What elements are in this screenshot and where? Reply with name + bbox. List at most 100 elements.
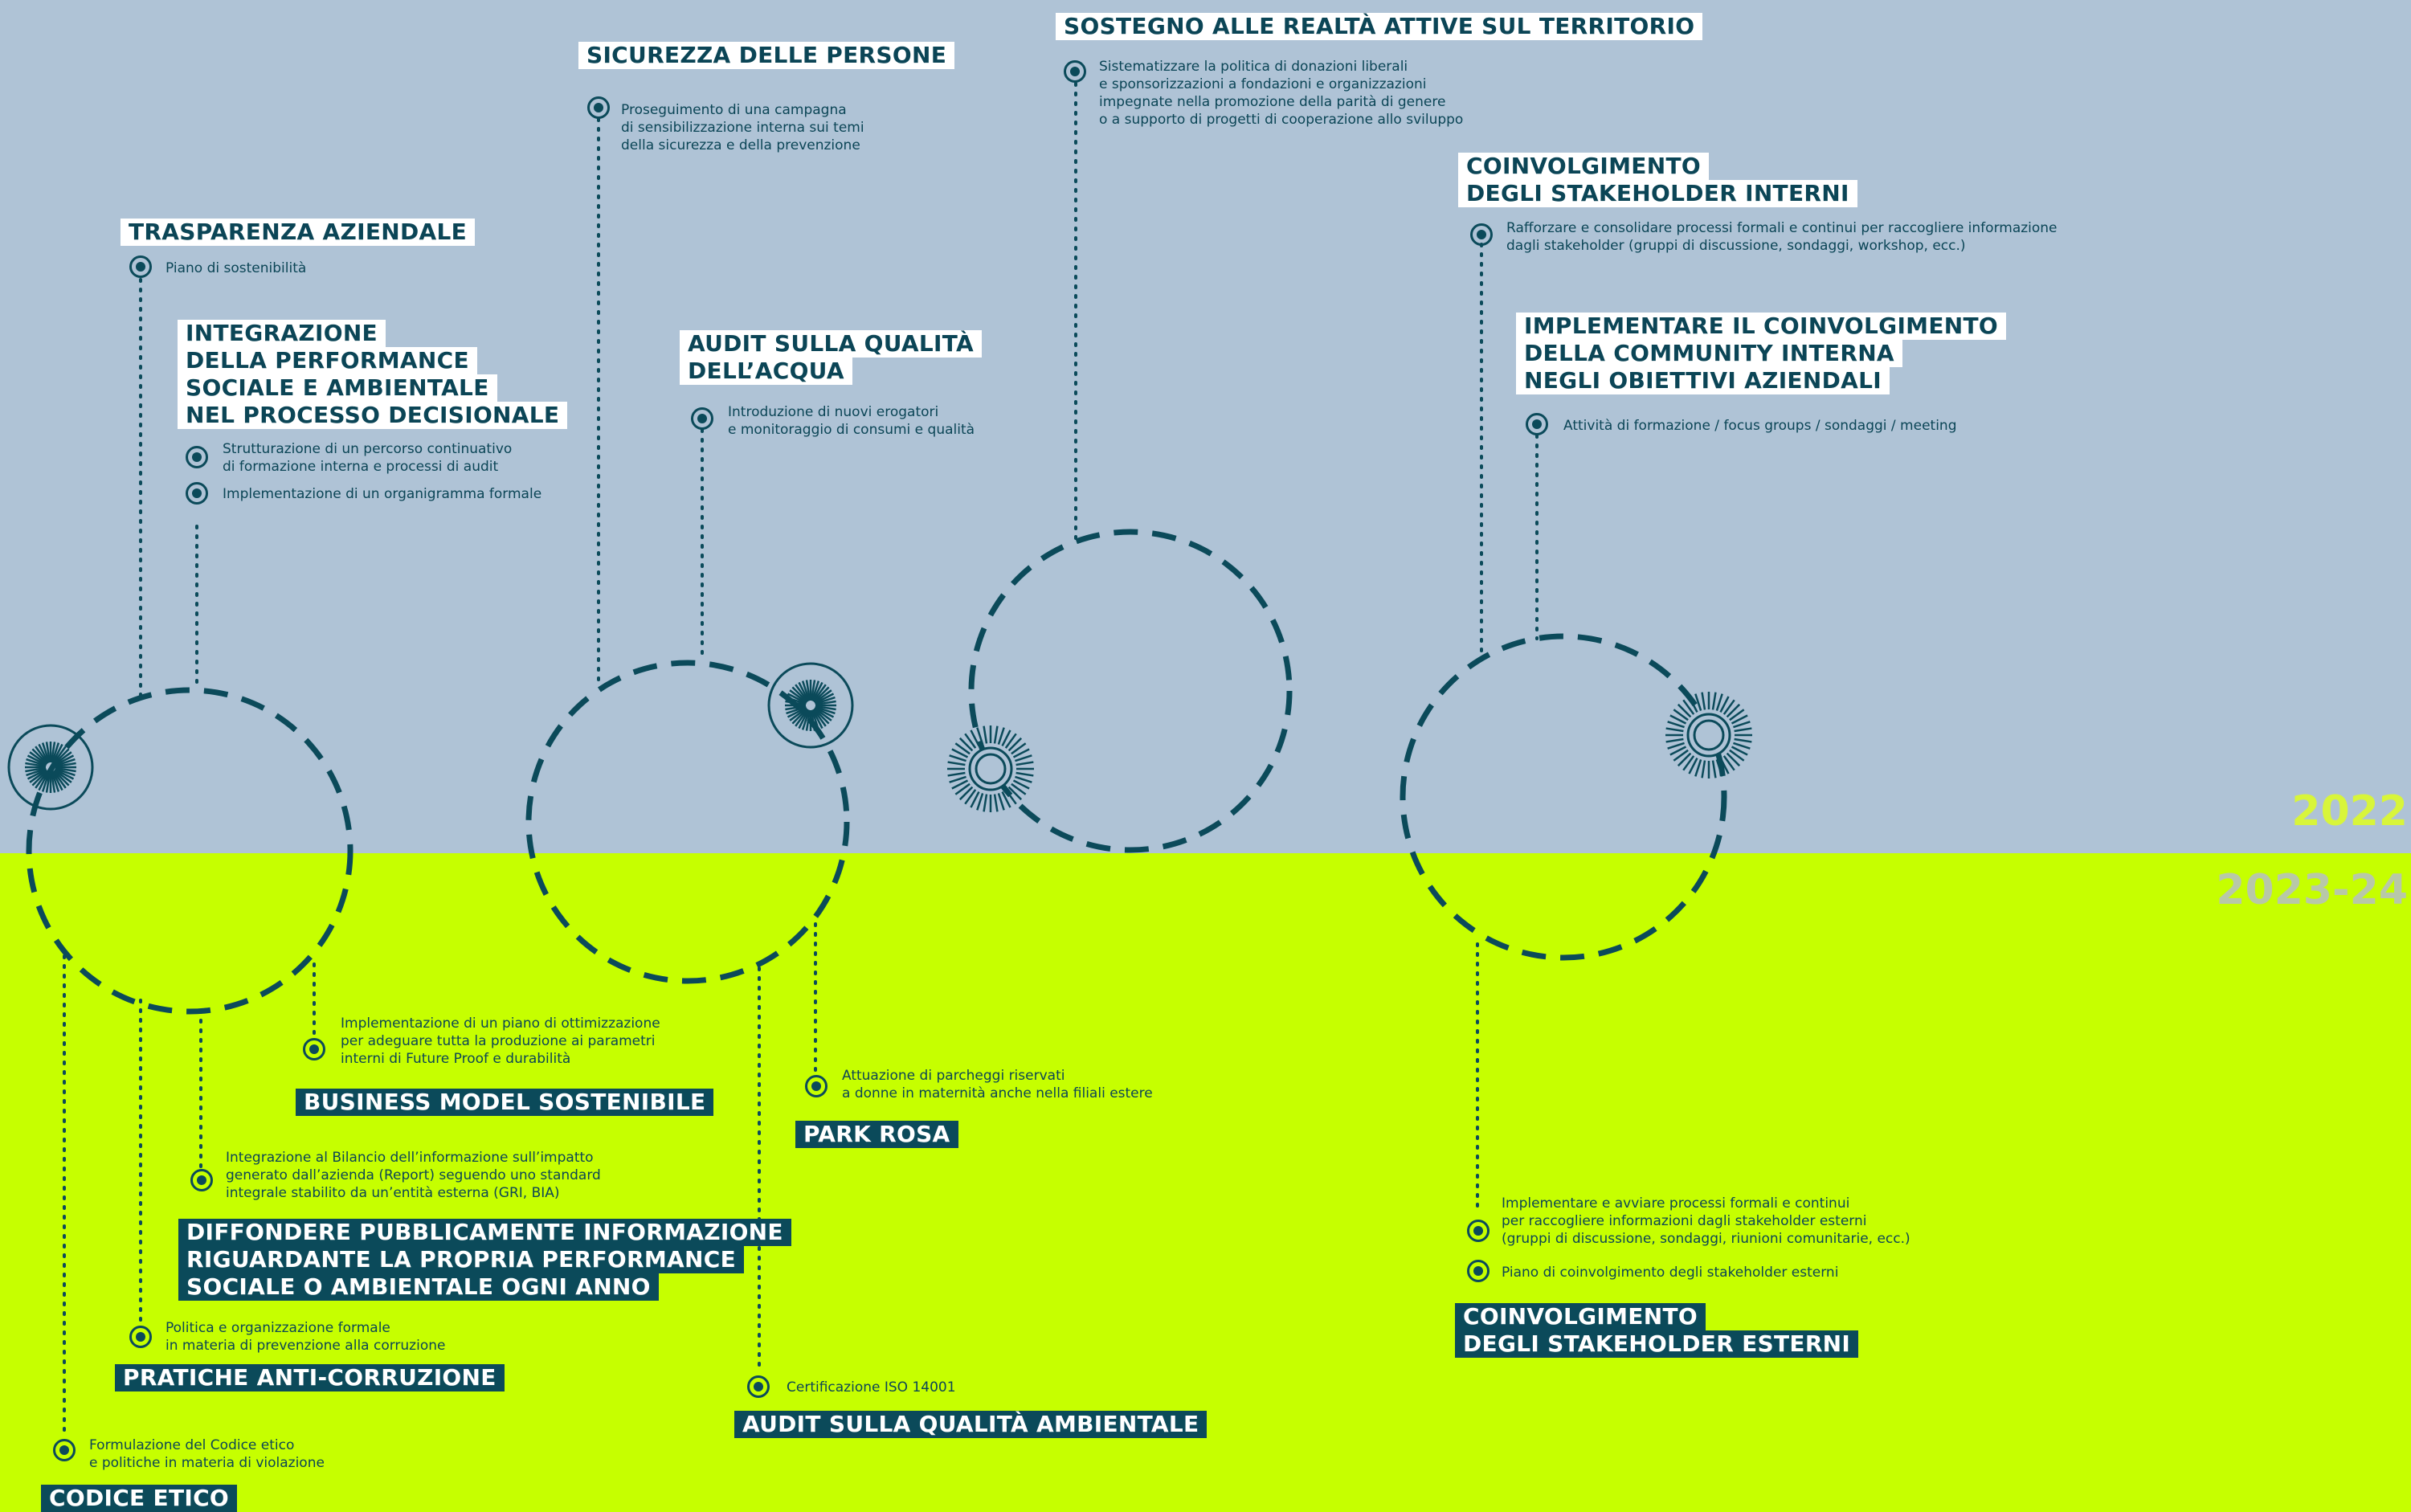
title-stakeholder-esterni: COINVOLGIMENTO DEGLI STAKEHOLDER ESTERNI	[1455, 1303, 1859, 1358]
sun-ray	[26, 758, 47, 767]
sun-ray	[791, 708, 808, 725]
sun-ray	[997, 727, 1005, 745]
sun-ray	[1682, 755, 1695, 771]
sun-ray	[27, 754, 47, 766]
sun-ray	[814, 689, 832, 704]
sun-ray	[964, 733, 977, 749]
sun-ray	[1001, 729, 1011, 747]
sun-ray	[1015, 771, 1034, 777]
sun-icon	[947, 725, 1034, 812]
bullet-dot	[303, 1038, 325, 1060]
sun-ray	[814, 693, 835, 705]
sun-ray	[52, 746, 67, 764]
sun-ray	[787, 706, 807, 718]
title-integrazione: INTEGRAZIONE DELLA PERFORMANCE SOCIALE E…	[178, 320, 568, 429]
sun-ray	[38, 770, 50, 791]
bullet-dot	[190, 1169, 213, 1191]
sun-ray	[805, 709, 811, 731]
sun-ray	[29, 751, 47, 766]
sun-icon	[7, 724, 94, 811]
sun-ray	[1729, 709, 1745, 721]
sun-ray	[27, 768, 47, 780]
title-diffondere: DIFFONDERE PUBBLICAMENTE INFORMAZIONE RI…	[178, 1219, 791, 1301]
sun-ray	[993, 725, 999, 744]
bullet-dot	[1064, 60, 1086, 83]
sun-ray	[811, 709, 820, 730]
sun-ray	[1015, 754, 1032, 762]
sun-ray	[811, 681, 823, 702]
sun-ray	[55, 767, 76, 777]
sun-ray	[947, 761, 966, 766]
sun-ray	[812, 709, 827, 727]
sun-ray	[795, 684, 809, 702]
item-community-1: Attività di formazione / focus groups / …	[1563, 418, 1957, 434]
year-2022-label: 2022	[2291, 787, 2408, 836]
sun-ray	[954, 742, 971, 755]
sun-ray	[1729, 749, 1745, 762]
bullet-dot	[129, 1326, 152, 1348]
sun-ray	[951, 779, 969, 790]
sun-ray	[55, 766, 76, 773]
sun-ray	[53, 770, 70, 787]
sun-ray	[25, 766, 47, 773]
sun-ray	[805, 680, 811, 701]
sun-ray	[41, 742, 51, 763]
title-anticorruzione: PRATICHE ANTI-CORRUZIONE	[115, 1364, 505, 1391]
bullet-dot	[1470, 223, 1493, 246]
title-business: BUSINESS MODEL SOSTENIBILE	[296, 1089, 714, 1116]
sun-ray	[50, 771, 56, 793]
sun-ray	[1665, 738, 1684, 743]
sun-ray	[1701, 692, 1706, 710]
sun-ray	[25, 762, 47, 768]
item-business-1: Implementazione di un piano di ottimizza…	[341, 1015, 660, 1067]
bullet-dot	[186, 446, 208, 468]
sun-ray	[54, 754, 75, 766]
sun-ray	[52, 770, 67, 789]
sun-ray	[795, 709, 809, 727]
sun-ray	[785, 705, 807, 711]
sun-ray	[993, 794, 999, 812]
sun-ray	[949, 775, 966, 783]
sun-ray	[1734, 738, 1752, 743]
sun-ray	[51, 771, 60, 792]
sun-ray	[1015, 761, 1034, 766]
sun-ray	[26, 767, 47, 777]
sun-ray	[1726, 752, 1741, 767]
item-esterni-1: Implementare e avviare processi formali …	[1502, 1195, 1910, 1247]
sun-ray	[964, 789, 977, 805]
sun-ray	[31, 770, 48, 787]
sun-ray	[55, 762, 76, 768]
sun-ray	[1719, 757, 1730, 774]
title-codice: CODICE ETICO	[41, 1485, 238, 1512]
sun-ray	[41, 771, 51, 792]
item-ambientale-1: Certificazione ISO 14001	[787, 1379, 956, 1396]
ring-2	[525, 660, 850, 984]
sun-ray	[791, 686, 808, 703]
sun-ray	[1731, 714, 1748, 725]
sun-ray	[1715, 693, 1723, 711]
sun-ray	[1733, 721, 1751, 729]
sun-ray	[1694, 759, 1702, 777]
sun-ray	[54, 751, 72, 766]
sun-ray	[1719, 696, 1730, 713]
sun-ray	[1731, 746, 1748, 756]
ring-1	[26, 687, 353, 1015]
sun-ray	[958, 737, 974, 752]
sun-ray	[1001, 791, 1011, 808]
sun-ray	[798, 709, 810, 729]
sun-ray	[1711, 692, 1717, 710]
sun-ray	[1012, 748, 1030, 758]
sun-ray	[54, 768, 75, 780]
sun-ray	[976, 727, 984, 745]
sun-ray	[31, 748, 48, 765]
sun-ray	[814, 707, 832, 721]
item-trasparenza-1: Piano di sostenibilità	[166, 260, 307, 276]
sun-ray	[970, 729, 980, 747]
sun-ray	[55, 758, 76, 767]
title-community: IMPLEMENTARE IL COINVOLGIMENTO DELLA COM…	[1516, 313, 2006, 394]
sun-ray	[1734, 727, 1752, 733]
title-ambientale: AUDIT SULLA QUALITÀ AMBIENTALE	[734, 1411, 1208, 1438]
sun-ray	[51, 743, 63, 764]
sun-ray	[38, 743, 50, 764]
